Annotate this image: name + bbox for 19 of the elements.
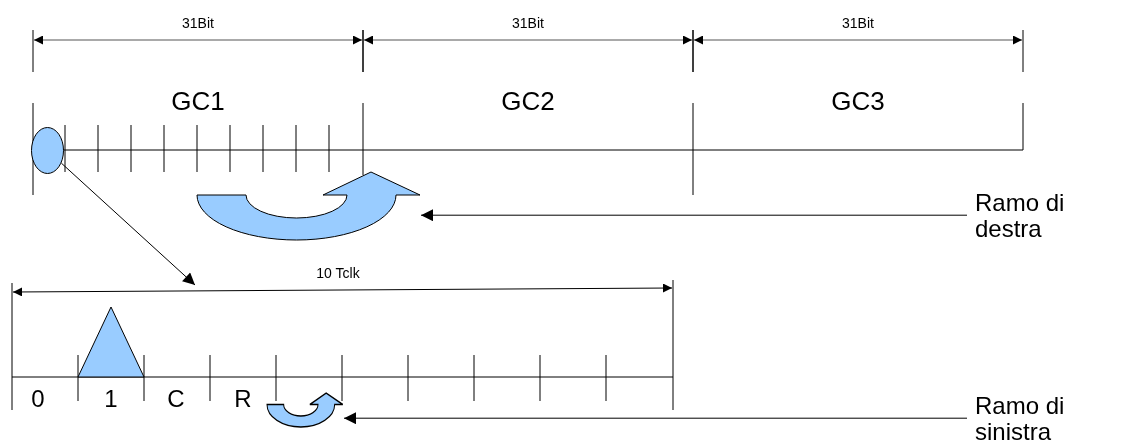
dimension-label: 10 Tclk <box>316 266 360 280</box>
start-ellipse <box>31 127 64 174</box>
arrow <box>343 412 968 425</box>
branch-label: Ramo di destra <box>975 190 1125 243</box>
arrow <box>420 209 968 222</box>
dimension-label: 31Bit <box>842 16 874 30</box>
segment-label: GC1 <box>171 88 225 114</box>
segment-label: GC3 <box>831 88 885 114</box>
arrow <box>60 162 196 286</box>
dimension-label: 31Bit <box>182 16 214 30</box>
curved-arrow <box>197 172 421 241</box>
bit-label: R <box>234 387 252 411</box>
branch-label: Ramo di sinistra <box>975 393 1125 441</box>
segment-label: GC2 <box>501 88 555 114</box>
bit-label: 1 <box>104 387 118 411</box>
bit-label: C <box>167 387 185 411</box>
curved-arrow <box>267 393 344 428</box>
bit-label: 0 <box>31 387 45 411</box>
dimension-label: 31Bit <box>512 16 544 30</box>
